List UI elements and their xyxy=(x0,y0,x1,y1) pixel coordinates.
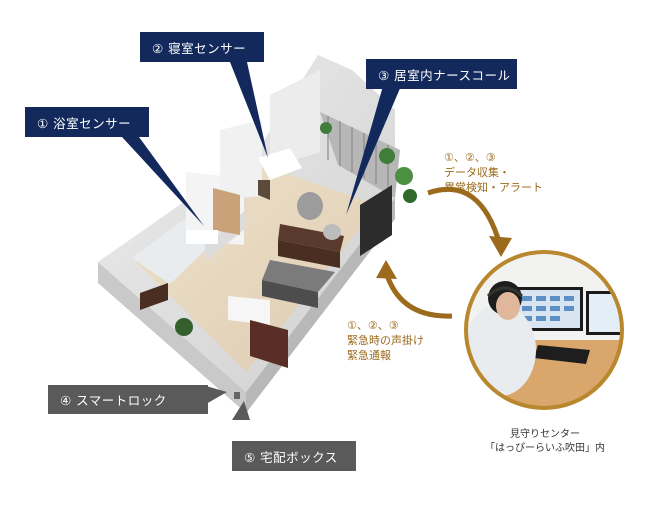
to-center-note: ①、②、③ データ収集・ 異常検知・アラート xyxy=(444,150,543,195)
delivery-box-label: ⑤ 宅配ボックス xyxy=(232,441,356,471)
smart-lock-label: ④ スマートロック xyxy=(48,385,208,414)
to-room-note: ①、②、③ 緊急時の声掛け 緊急通報 xyxy=(347,318,424,363)
monitoring-center-caption: 見守りセンター 「はっぴーらいふ吹田」内 xyxy=(470,428,620,456)
to-room-line1: 緊急時の声掛け xyxy=(347,334,424,347)
pointer-nurse-call xyxy=(346,86,401,215)
arrow-to-center xyxy=(427,186,503,246)
nurse-call-label: ③ 居室内ナースコール xyxy=(366,59,517,89)
pointer-smart-lock xyxy=(206,386,227,404)
to-room-numbers: ①、②、③ xyxy=(347,319,399,332)
arrow-to-room-head xyxy=(376,260,397,279)
monitoring-center-location: 「はっぴーらいふ吹田」内 xyxy=(485,443,605,454)
to-center-numbers: ①、②、③ xyxy=(444,151,496,164)
bedroom-sensor-label: ② 寝室センサー xyxy=(140,32,264,62)
to-center-line1: データ収集・ xyxy=(444,166,510,179)
pointer-bath-sensor xyxy=(122,137,204,226)
monitoring-center-name: 見守りセンター xyxy=(510,429,580,440)
pointer-delivery-box xyxy=(232,401,250,420)
arrow-to-room xyxy=(383,271,453,319)
arrow-to-center-head xyxy=(489,236,512,257)
to-room-line2: 緊急通報 xyxy=(347,349,391,362)
pointer-bedroom-sensor xyxy=(230,62,268,158)
bath-sensor-label: ① 浴室センサー xyxy=(25,107,149,137)
to-center-line2: 異常検知・アラート xyxy=(444,181,543,194)
